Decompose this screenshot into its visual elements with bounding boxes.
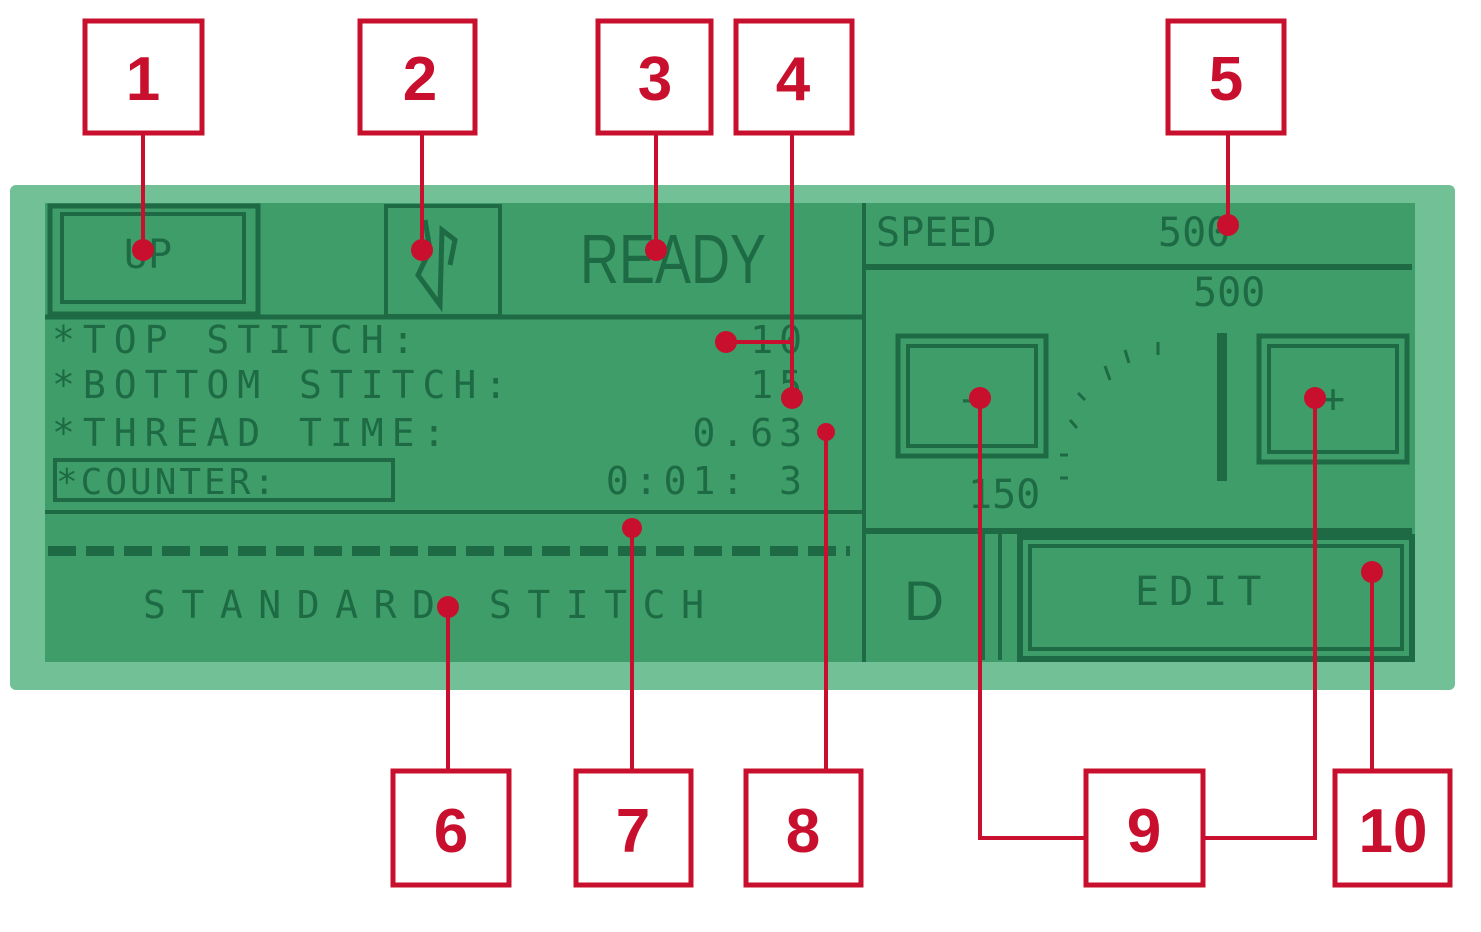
speed-minus-button[interactable]: - [895,333,1049,459]
callout-2: 2 [357,18,478,136]
status-text: READY [580,220,766,298]
callout-9: 9 [1083,768,1206,888]
callout-label: 10 [1359,797,1428,866]
counter-box [53,458,395,502]
info-rows: *TOP STITCH: 10 *BOTTOM STITCH: 15 *THRE… [52,318,808,503]
callout-label: 2 [403,45,437,114]
bottom-stitch-label: *BOTTOM STITCH: [52,363,515,407]
thread-time-label: *THREAD TIME: [52,411,453,455]
speed-plus-button[interactable]: + [1256,333,1410,465]
callout-5: 5 [1165,18,1287,136]
callout-label: 5 [1209,45,1243,114]
mode-indicator: D [904,569,944,632]
counter-label: *COUNTER: [56,462,278,503]
callout-1: 1 [82,18,205,136]
callout-label: 1 [126,45,160,114]
callout-3: 3 [595,18,714,136]
speed-value: 500 [1158,210,1230,256]
leader-lines [132,133,1383,840]
speed-scale-ticks [1060,342,1160,480]
counter-value: 0:01: 3 [606,459,808,503]
edit-button[interactable]: EDIT [1017,534,1415,662]
top-stitch-label: *TOP STITCH: [52,318,423,362]
speed-label: SPEED [876,210,996,256]
callout-10: 10 [1332,768,1453,888]
callout-label: 9 [1127,797,1161,866]
edit-label: EDIT [1135,569,1271,615]
speed-max-label: 500 [1193,270,1265,316]
thread-time-value: 0.63 [692,411,808,455]
callout-label: 3 [638,45,672,114]
callout-label: 6 [434,797,468,866]
lcd-screen [45,203,1415,662]
callout-7: 7 [573,768,694,888]
callout-label: 4 [776,45,811,114]
callout-label: 7 [616,797,650,866]
callout-6: 6 [390,768,512,888]
pattern-name: STANDARD STITCH [143,583,710,627]
callout-8: 8 [743,768,864,888]
lcd-panel: UP READY *TOP STITCH: 10 *BOTTOM STITCH:… [10,185,1455,690]
callout-4: 4 [733,18,855,136]
speed-level-bar [1217,333,1227,481]
callout-label: 8 [786,797,820,866]
